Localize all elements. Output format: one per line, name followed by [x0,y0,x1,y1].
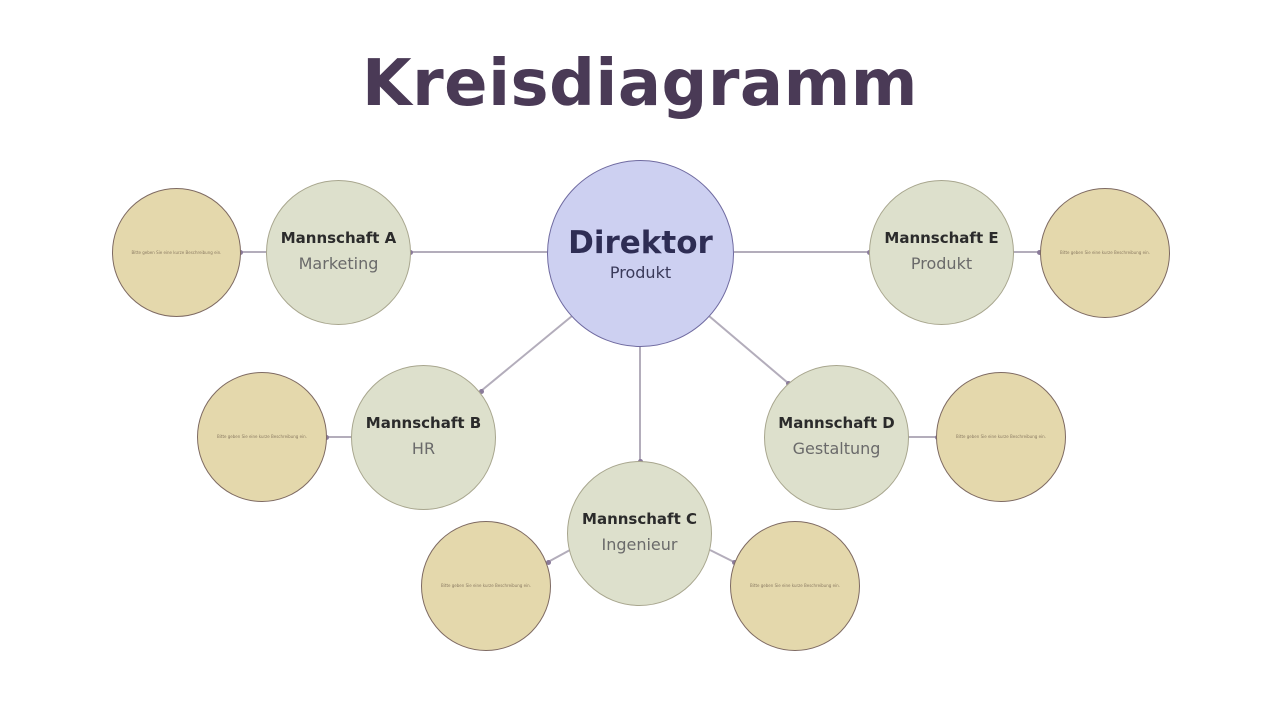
team-e-name: Mannschaft E [884,228,999,247]
team-b-department: HR [411,438,436,458]
team-c-description-right-node: Bitte geben Sie eine kurze Beschreibung … [730,521,860,651]
team-d-name: Mannschaft D [778,413,895,432]
team-a-name: Mannschaft A [280,228,397,247]
connector-dot [546,560,551,565]
team-c-node: Mannschaft C Ingenieur [567,461,712,606]
page-title: Kreisdiagramm [362,47,918,121]
connector-dot [479,389,484,394]
team-c-name: Mannschaft C [582,509,697,528]
team-d-description-node: Bitte geben Sie eine kurze Beschreibung … [936,372,1066,502]
connector-line [480,315,573,392]
team-e-description: Bitte geben Sie eine kurze Beschreibung … [1060,250,1150,255]
team-d-description: Bitte geben Sie eine kurze Beschreibung … [956,434,1046,439]
team-a-description: Bitte geben Sie eine kurze Beschreibung … [131,249,222,255]
connector-line [709,549,735,563]
team-a-department: Marketing [298,253,379,273]
director-node: Direktor Produkt [547,160,734,347]
connector-line [547,549,571,563]
team-e-description-node: Bitte geben Sie eine kurze Beschreibung … [1040,188,1170,318]
team-e-node: Mannschaft E Produkt [869,180,1014,325]
connector-line [708,315,789,384]
team-b-name: Mannschaft B [365,413,482,432]
team-d-node: Mannschaft D Gestaltung [764,365,909,510]
team-d-department: Gestaltung [792,438,881,458]
team-a-node: Mannschaft A Marketing [266,180,411,325]
team-b-description: Bitte geben Sie eine kurze Beschreibung … [217,434,307,439]
team-a-description-node: Bitte geben Sie eine kurze Beschreibung … [112,188,241,317]
team-e-department: Produkt [910,253,973,273]
director-name: Direktor [568,224,713,261]
director-subtitle: Produkt [609,262,672,282]
team-b-description-node: Bitte geben Sie eine kurze Beschreibung … [197,372,327,502]
team-c-description-left-node: Bitte geben Sie eine kurze Beschreibung … [421,521,551,651]
team-c-description-left: Bitte geben Sie eine kurze Beschreibung … [441,583,531,588]
connector-dot [1037,250,1042,255]
team-b-node: Mannschaft B HR [351,365,496,510]
team-c-department: Ingenieur [601,534,678,554]
team-c-description-right: Bitte geben Sie eine kurze Beschreibung … [750,583,840,588]
